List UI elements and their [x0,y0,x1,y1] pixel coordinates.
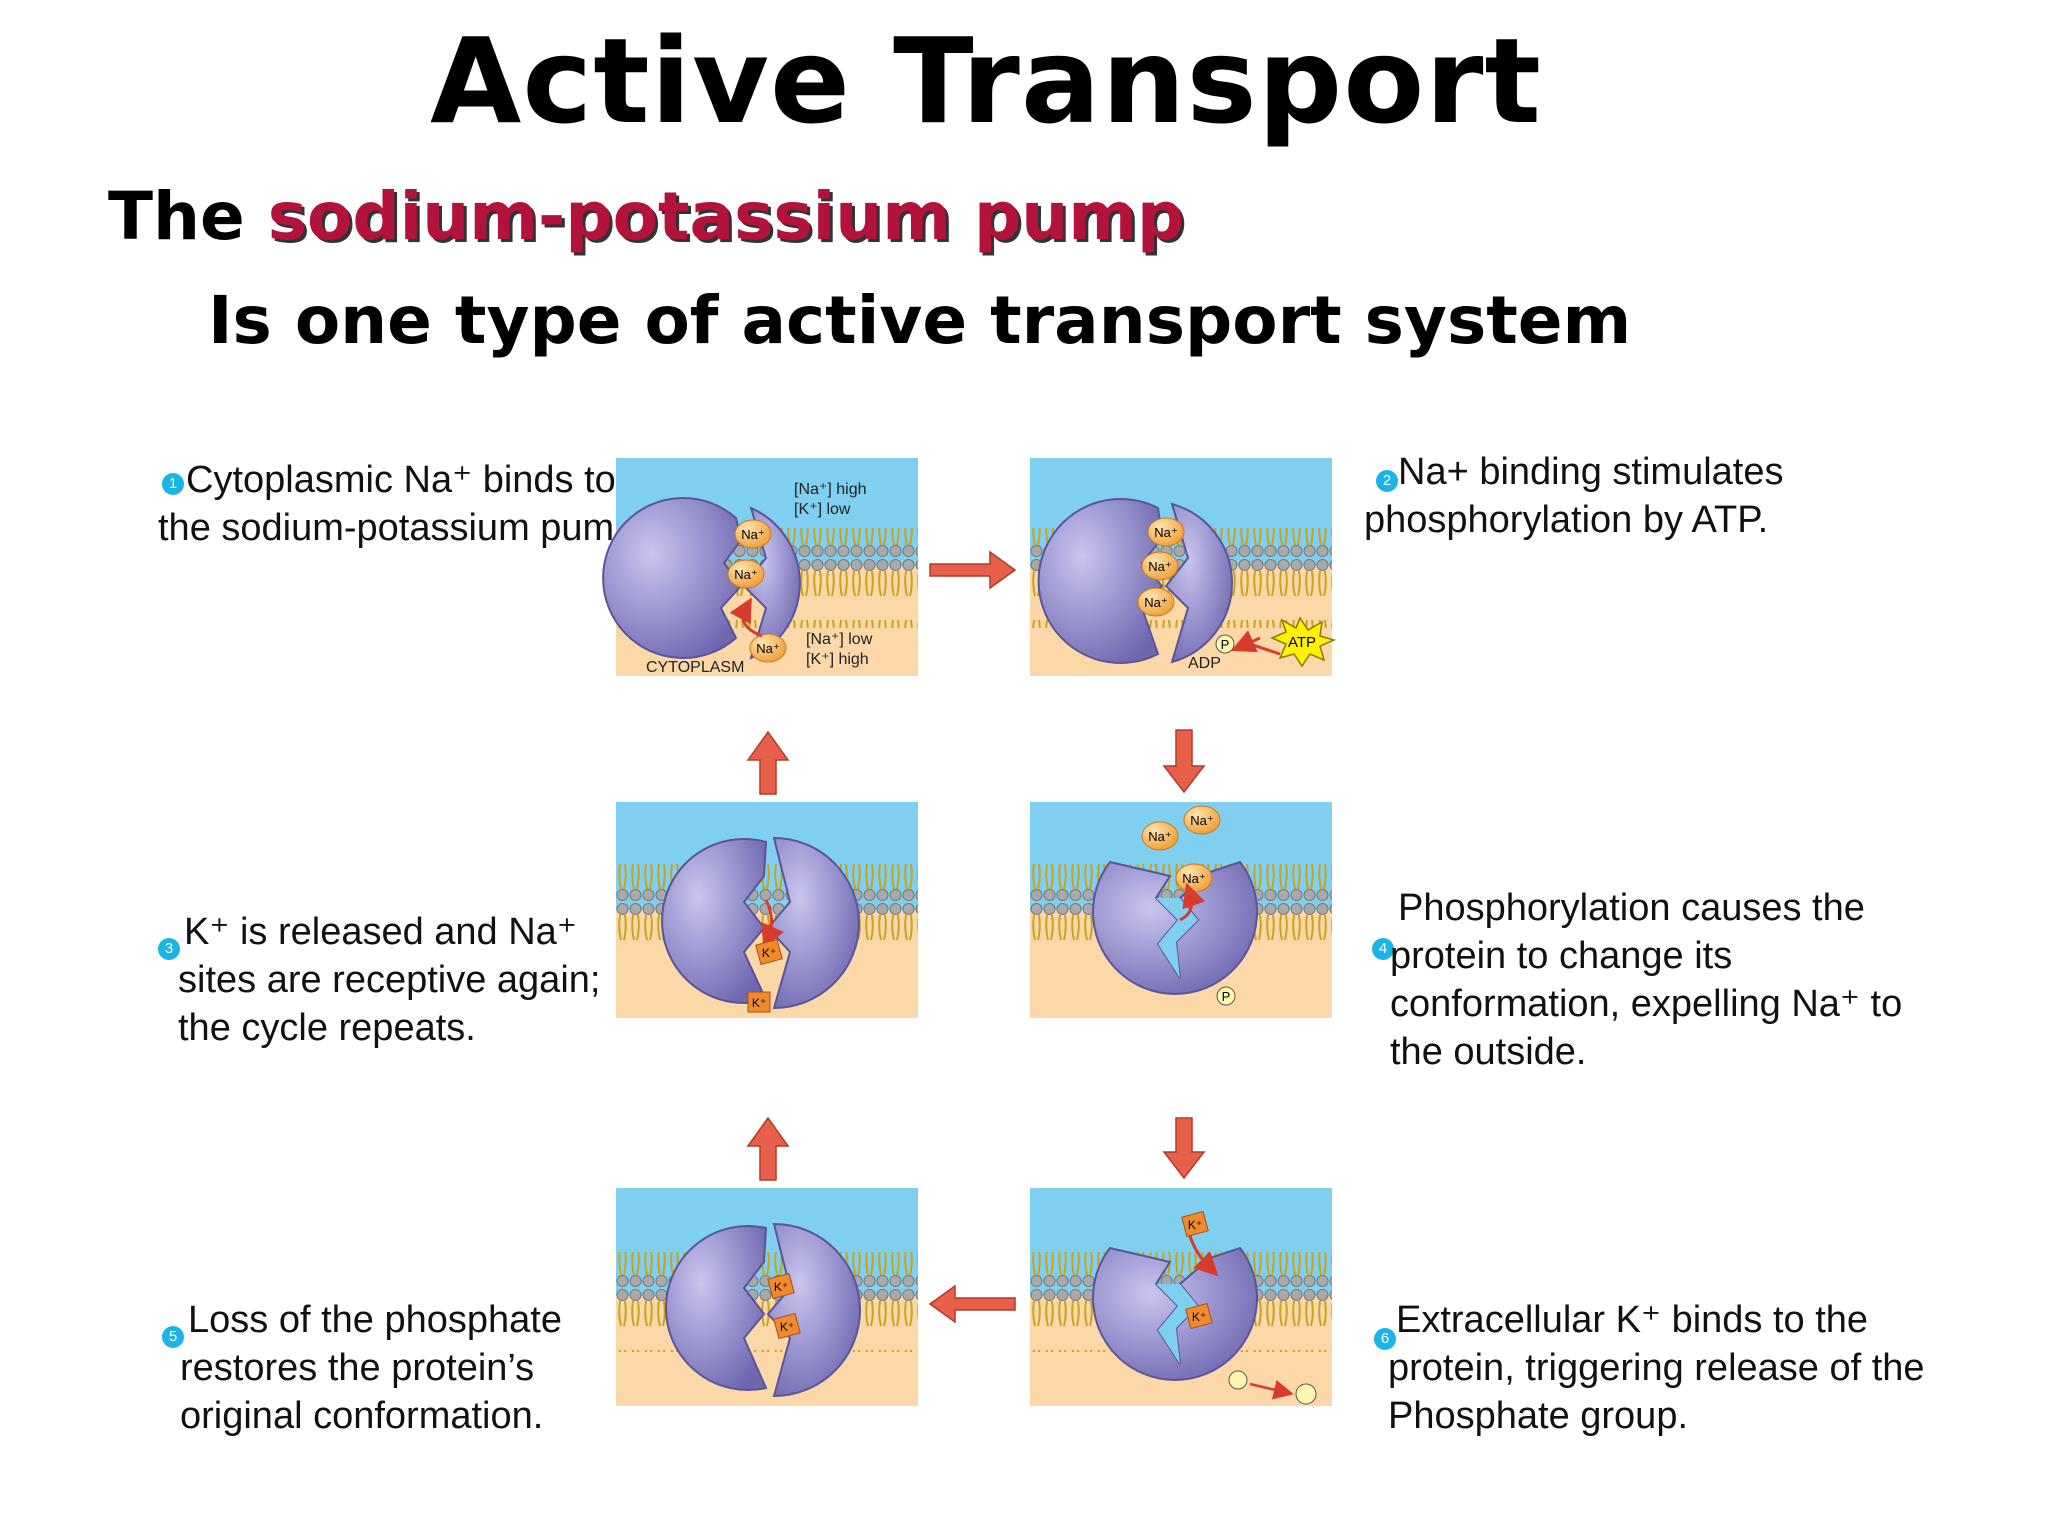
step-5-line-1: Loss of the phosphate [188,1299,562,1341]
step-2-badge: 2 [1376,470,1398,492]
panel-5-k-2: K⁺ [780,1320,794,1334]
panel-3: K⁺ K⁺ [616,802,918,1018]
panel-1-k-low: [K⁺] low [794,501,851,518]
step-6-line-2: protein, triggering release of the [1388,1347,1925,1389]
arrow-2-to-4 [1162,729,1206,794]
step-1-text: Cytoplasmic Na⁺ binds to the sodium-pota… [158,456,646,552]
panel-3-k-1: K⁺ [762,946,776,960]
panel-4-phosphate: P [1222,989,1231,1004]
step-5-badge: 5 [162,1326,184,1348]
panel-2-atp: ATP [1288,634,1316,651]
subtitle-prefix: The [108,178,245,255]
step-2-text: Na+ binding stimulates phosphorylation b… [1364,448,1784,544]
step-5-text: Loss of the phosphate restores the prote… [180,1296,562,1440]
step-2-line-1: Na+ binding stimulates [1398,451,1784,493]
step-2-line-2: phosphorylation by ATP. [1364,499,1769,541]
panel-2-na-2: Na⁺ [1148,559,1171,574]
step-4-text: Phosphorylation causes the protein to ch… [1390,884,1902,1076]
panel-2-phosphate: P [1221,637,1230,652]
step-4-line-4: the outside. [1390,1031,1587,1073]
step-6-line-3: Phosphate group. [1388,1395,1689,1437]
arrow-6-to-5 [928,1284,1016,1324]
panel-2: Na⁺ Na⁺ Na⁺ P ATP ADP [1030,458,1337,676]
step-1-line-1: Cytoplasmic Na⁺ binds to [186,459,616,501]
step-3-text: K⁺ is released and Na⁺ sites are recepti… [178,908,600,1052]
panel-6-k-1: K⁺ [1188,1218,1202,1232]
step-1-line-2: the sodium-potassium pump. [158,507,646,549]
panel-1-na-3: Na⁺ [756,641,779,656]
panel-3-k-2: K⁺ [752,996,766,1010]
panel-4-na-2: Na⁺ [1148,829,1171,844]
panel-5: K⁺ K⁺ [616,1188,918,1406]
arrow-1-to-2 [929,550,1017,590]
panel-5-k-1: K⁺ [774,1280,788,1294]
slide-title: Active Transport [430,12,1542,150]
step-4-badge: 4 [1372,938,1394,960]
panel-1-protein-right [742,506,801,660]
step-6-text: Extracellular K⁺ binds to the protein, t… [1388,1296,1925,1440]
panel-2-na-1: Na⁺ [1154,525,1177,540]
step-3-line-1: K⁺ is released and Na⁺ [184,911,577,953]
panel-1-na-2: Na⁺ [734,567,757,582]
panel-4-na-3: Na⁺ [1182,871,1205,886]
panel-1-na-low: [Na⁺] low [806,631,873,648]
panel-2-atp-burst [1270,616,1337,668]
panel-1-na-high: [Na⁺] high [794,481,866,498]
panel-1-na-1: Na⁺ [741,527,764,542]
step-5-line-2: restores the protein’s [180,1347,535,1389]
step-3-line-2: sites are receptive again; [178,959,601,1001]
subtitle-line-2: Is one type of active transport system [208,282,1632,359]
arrow-4-to-6 [1162,1117,1206,1180]
step-6-badge: 6 [1374,1328,1396,1350]
arrow-5-to-3 [746,1116,790,1181]
panel-6: K⁺ K⁺ [1030,1188,1332,1406]
step-3-line-3: the cycle repeats. [178,1007,476,1049]
step-4-line-3: conformation, expelling Na⁺ to [1390,983,1903,1025]
panel-2-na-3: Na⁺ [1144,595,1167,610]
panel-6-k-2: K⁺ [1192,1310,1206,1324]
step-4-line-1: Phosphorylation causes the [1398,887,1865,929]
arrow-3-to-1 [746,730,790,795]
panel-4: Na⁺ Na⁺ Na⁺ P [1030,802,1332,1018]
panel-4-na-1: Na⁺ [1190,813,1213,828]
step-5-line-3: original conformation. [180,1395,544,1437]
step-1-badge: 1 [162,473,184,495]
subtitle-highlight: sodium-potassium pump [267,178,1185,255]
step-4-line-2: protein to change its [1390,935,1733,977]
panel-1-protein-left [602,497,743,659]
panel-1-cytoplasm-label: CYTOPLASM [646,659,744,676]
step-3-badge: 3 [158,938,180,960]
panel-1: Na⁺ Na⁺ Na⁺ [Na⁺] high [K⁺] low [Na⁺] lo… [602,458,918,676]
subtitle-line-1: The sodium-potassium pump [108,178,1184,255]
step-6-line-1: Extracellular K⁺ binds to the [1396,1299,1869,1341]
panel-2-adp: ADP [1188,655,1221,672]
panel-1-k-high: [K⁺] high [806,651,869,668]
